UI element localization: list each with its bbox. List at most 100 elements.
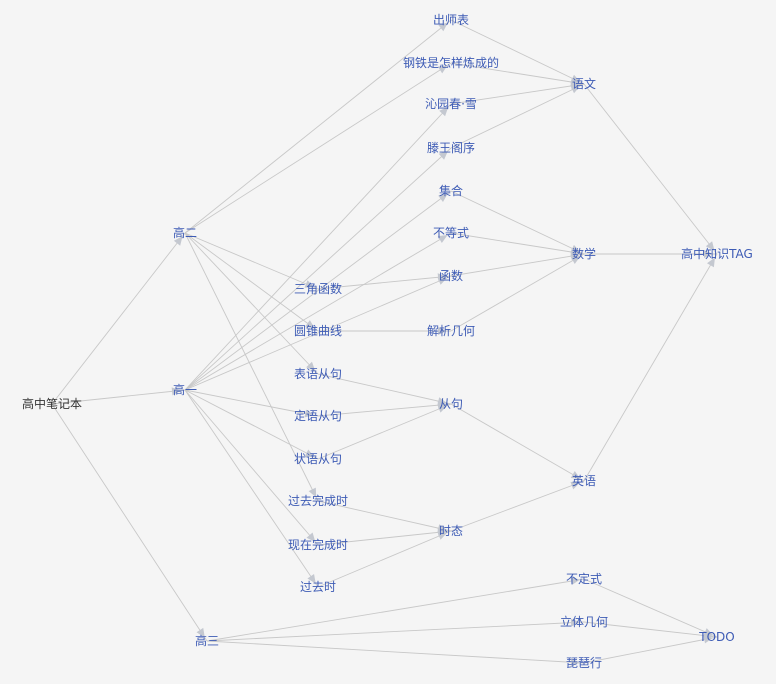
node-todo[interactable]: TODO (698, 630, 734, 644)
edge-arrow-icon (306, 532, 316, 542)
edge-arrow-icon (438, 327, 447, 335)
edge-g1-dingyu (184, 389, 319, 417)
edge-arrow-icon (437, 405, 448, 413)
node-gangtie[interactable]: 钢铁是怎样炼成的 (403, 55, 499, 70)
node-yuwen[interactable]: 语文 (572, 76, 596, 91)
edge-g2-yuanzhui (184, 232, 319, 332)
edge-arrow-icon (570, 658, 581, 667)
edge-g2-chushibiao (184, 19, 452, 234)
edge-jihe-shuxue (450, 190, 585, 255)
edge-shitai-yingyu (450, 480, 585, 532)
edge-arrow-icon (437, 235, 448, 244)
node-jiexi[interactable]: 解析几何 (427, 324, 475, 338)
edge-g1-zhuangyu (184, 389, 319, 460)
edge-yuwen-tag (583, 83, 718, 255)
edge-arrow-icon (570, 481, 581, 490)
edge-layer (51, 19, 718, 667)
edge-g3-liti (206, 621, 585, 642)
node-biaoyu[interactable]: 表语从句 (294, 367, 342, 381)
edge-g1-hanshu (184, 275, 452, 391)
edge-xianzaiwancheng-shitai (317, 530, 452, 546)
node-yingyu[interactable]: 英语 (572, 474, 596, 488)
edge-dingyu-congju (317, 403, 452, 417)
edge-sanjiao-hanshu (317, 275, 452, 290)
edge-root-g3 (51, 403, 208, 642)
node-guoquwancheng[interactable]: 过去完成时 (288, 493, 348, 508)
edge-g1-xianzaiwancheng (184, 389, 319, 546)
edge-zhuangyu-congju (317, 403, 452, 460)
node-qinyuan[interactable]: 沁园春·雪 (425, 97, 477, 111)
edge-root-g2 (51, 232, 186, 405)
edge-arrow-icon (706, 257, 715, 268)
node-zhuangyu[interactable]: 状语从句 (294, 452, 342, 466)
edge-g3-pipa (206, 640, 585, 664)
node-g1[interactable]: 高一 (173, 382, 197, 397)
edge-arrow-icon (308, 487, 317, 498)
edge-g3-budingshi (206, 578, 585, 642)
edge-arrow-icon (438, 22, 448, 32)
node-budengshi[interactable]: 不等式 (433, 226, 469, 240)
node-yuanzhui[interactable]: 圆锥曲线 (294, 324, 342, 338)
edge-arrow-icon (437, 532, 448, 540)
edge-arrow-icon (304, 449, 315, 458)
edge-arrow-icon (704, 250, 713, 258)
edge-chushibiao-yuwen (450, 19, 585, 85)
edge-arrow-icon (304, 409, 315, 418)
node-liti[interactable]: 立体几何 (560, 614, 608, 629)
edge-g2-sanjiao (184, 232, 319, 290)
node-jihe[interactable]: 集合 (439, 183, 463, 198)
node-guoqu[interactable]: 过去时 (300, 580, 336, 594)
edge-g1-budengshi (184, 232, 452, 391)
node-tag[interactable]: 高中知识TAG (681, 246, 753, 261)
edge-tengwang-yuwen (450, 83, 585, 149)
node-hanshu[interactable]: 函数 (439, 268, 463, 283)
edge-arrow-icon (438, 193, 448, 202)
edge-gangtie-yuwen (450, 62, 585, 85)
edge-arrow-icon (437, 273, 448, 282)
edge-arrow-icon (570, 256, 581, 264)
edge-g2-gangtie (184, 62, 452, 234)
edge-budingshi-todo (583, 578, 718, 638)
node-xianzaiwancheng[interactable]: 现在完成时 (288, 537, 348, 552)
node-congju[interactable]: 从句 (439, 397, 463, 411)
node-sanjiao[interactable]: 三角函数 (294, 281, 342, 296)
node-tengwang[interactable]: 滕王阁序 (427, 140, 475, 155)
edge-jiexi-shuxue (450, 253, 585, 332)
edge-g1-tengwang (184, 147, 452, 391)
node-chushibiao[interactable]: 出师表 (433, 13, 469, 27)
edge-hanshu-shuxue (450, 253, 585, 277)
edge-arrow-icon (570, 471, 581, 479)
edge-arrow-icon (705, 241, 715, 251)
edge-arrow-icon (307, 573, 316, 584)
edge-guoqu-shitai (317, 530, 452, 588)
edge-g2-guoquwancheng (184, 232, 319, 502)
edge-arrow-icon (703, 635, 714, 644)
edge-guoquwancheng-shitai (317, 500, 452, 532)
node-dingyu[interactable]: 定语从句 (294, 408, 342, 423)
edge-arrow-icon (196, 627, 205, 638)
node-g3[interactable]: 高三 (195, 633, 219, 648)
edge-arrow-icon (304, 280, 315, 288)
edge-g1-qinyuan (184, 103, 452, 391)
edge-arrow-icon (570, 618, 581, 627)
edge-arrow-icon (438, 150, 449, 160)
node-pipa[interactable]: 琵琶行 (566, 656, 602, 670)
edge-liti-todo (583, 621, 718, 638)
edge-root-g1 (51, 389, 186, 405)
edge-pipa-todo (583, 636, 718, 664)
edge-arrow-icon (570, 577, 581, 586)
node-shuxue[interactable]: 数学 (572, 246, 596, 261)
edge-arrow-icon (570, 85, 581, 94)
edge-qinyuan-yuwen (450, 83, 585, 105)
node-g2[interactable]: 高二 (173, 225, 197, 240)
edge-arrow-icon (173, 236, 183, 246)
edge-arrow-icon (306, 361, 316, 372)
node-budingshi[interactable]: 不定式 (566, 571, 602, 586)
node-shitai[interactable]: 时态 (439, 524, 463, 538)
node-root[interactable]: 高中笔记本 (22, 396, 82, 411)
edge-arrow-icon (171, 387, 182, 396)
edge-biaoyu-congju (317, 373, 452, 405)
edge-arrow-icon (439, 106, 449, 117)
